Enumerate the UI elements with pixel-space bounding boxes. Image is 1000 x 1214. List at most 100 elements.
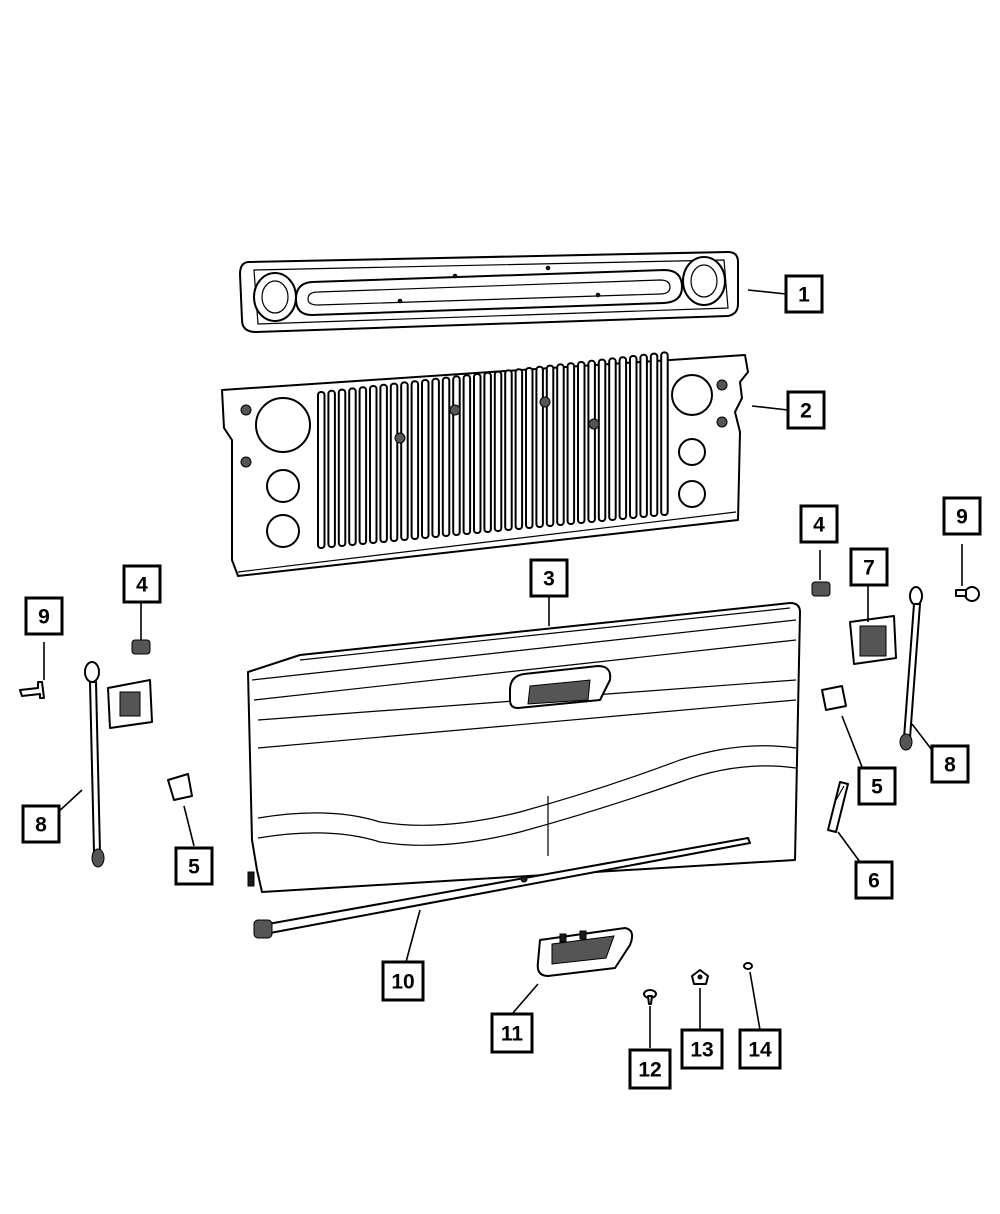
callout-number: 9	[38, 606, 50, 629]
callout-number: 1	[798, 284, 810, 307]
panel-rib	[473, 373, 482, 534]
callout-box	[857, 766, 897, 806]
callout-number: 4	[813, 514, 825, 537]
panel-ribs	[317, 351, 669, 549]
part-hinge-left	[107, 679, 153, 729]
part-latch-right	[849, 615, 897, 665]
panel-rib	[597, 358, 607, 522]
panel-rib	[337, 388, 347, 547]
callout-box	[930, 744, 970, 784]
panel-rib	[629, 355, 638, 519]
part-fastener-14	[743, 962, 753, 970]
callout-number: 8	[35, 814, 47, 837]
callout-box	[529, 558, 569, 598]
panel-rib	[608, 357, 617, 521]
part-clip-left-4	[131, 639, 151, 655]
panel-rib	[649, 352, 659, 517]
panel-rib	[618, 356, 628, 521]
panel-rib	[421, 379, 430, 539]
panel-rib	[441, 376, 451, 537]
panel-rib	[514, 368, 524, 531]
callout-number: 3	[543, 568, 555, 591]
callout-number: 2	[800, 400, 812, 423]
callout-box	[24, 596, 64, 636]
callout-13: 13	[680, 1028, 724, 1070]
callout-2: 2	[786, 390, 826, 430]
callout-box	[381, 960, 425, 1002]
callout-5: 5	[174, 846, 214, 886]
part-handle	[536, 927, 634, 977]
panel-rib	[317, 391, 326, 549]
callout-box	[849, 547, 889, 587]
callout-number: 6	[868, 870, 880, 893]
panel-rib	[327, 389, 336, 548]
part-clip-left-5	[167, 773, 193, 801]
panel-rib	[348, 387, 357, 546]
panel-rib	[400, 381, 409, 541]
callout-number: 11	[501, 1023, 524, 1046]
callout-number: 7	[863, 557, 875, 580]
panel-rib	[410, 380, 420, 541]
panel-rib	[639, 353, 648, 518]
panel-rib	[504, 369, 513, 531]
callout-box	[122, 564, 162, 604]
panel-rib	[577, 361, 586, 524]
callout-5: 5	[857, 766, 897, 806]
callout-number: 4	[136, 574, 148, 597]
callout-number: 10	[391, 971, 414, 994]
callout-box	[942, 496, 982, 536]
panel-rib	[556, 363, 565, 526]
callout-12: 12	[628, 1048, 672, 1090]
callout-11: 11	[490, 1012, 534, 1054]
callout-9: 9	[942, 496, 982, 536]
callout-4: 4	[799, 504, 839, 544]
callout-number: 5	[188, 856, 200, 879]
callout-box	[21, 804, 61, 844]
callout-box	[680, 1028, 724, 1070]
part-rod	[253, 837, 751, 939]
part-strut	[827, 781, 849, 833]
callout-box	[174, 846, 214, 886]
callout-box	[854, 860, 894, 900]
callout-8: 8	[930, 744, 970, 784]
part-strap-left	[84, 661, 105, 868]
callout-box	[628, 1048, 672, 1090]
panel-rib	[493, 370, 503, 532]
panel-rib	[462, 374, 472, 536]
callout-box	[738, 1028, 782, 1070]
panel-rib	[660, 351, 669, 516]
part-tailgate-shell	[247, 602, 801, 893]
callout-number: 9	[956, 506, 968, 529]
panel-rib	[431, 377, 440, 538]
panel-rib	[535, 365, 544, 528]
panel-rib	[483, 371, 492, 533]
part-strap-right	[899, 586, 923, 751]
callout-number: 8	[944, 754, 956, 777]
part-fastener-12	[643, 989, 657, 1005]
panel-rib	[389, 382, 399, 542]
panel-rib	[566, 362, 576, 526]
panel-rib	[358, 386, 368, 546]
callout-box	[490, 1012, 534, 1054]
part-clip-right-4	[811, 581, 831, 597]
callout-10: 10	[381, 960, 425, 1002]
panel-rib	[587, 359, 596, 523]
panel-rib	[525, 367, 534, 529]
callout-number: 14	[748, 1039, 772, 1062]
callout-6: 6	[854, 860, 894, 900]
callout-number: 12	[638, 1059, 661, 1082]
callout-number: 5	[871, 776, 883, 799]
panel-rib	[452, 375, 461, 536]
callout-box	[799, 504, 839, 544]
callout-3: 3	[529, 558, 569, 598]
callout-9: 9	[24, 596, 64, 636]
callout-box	[786, 390, 826, 430]
part-inner-panel	[221, 351, 749, 577]
panel-rib	[379, 383, 388, 543]
part-fastener-13	[691, 969, 709, 985]
panel-rib	[369, 385, 378, 544]
part-clip-right-5	[821, 685, 847, 711]
panel-rib	[545, 364, 555, 527]
